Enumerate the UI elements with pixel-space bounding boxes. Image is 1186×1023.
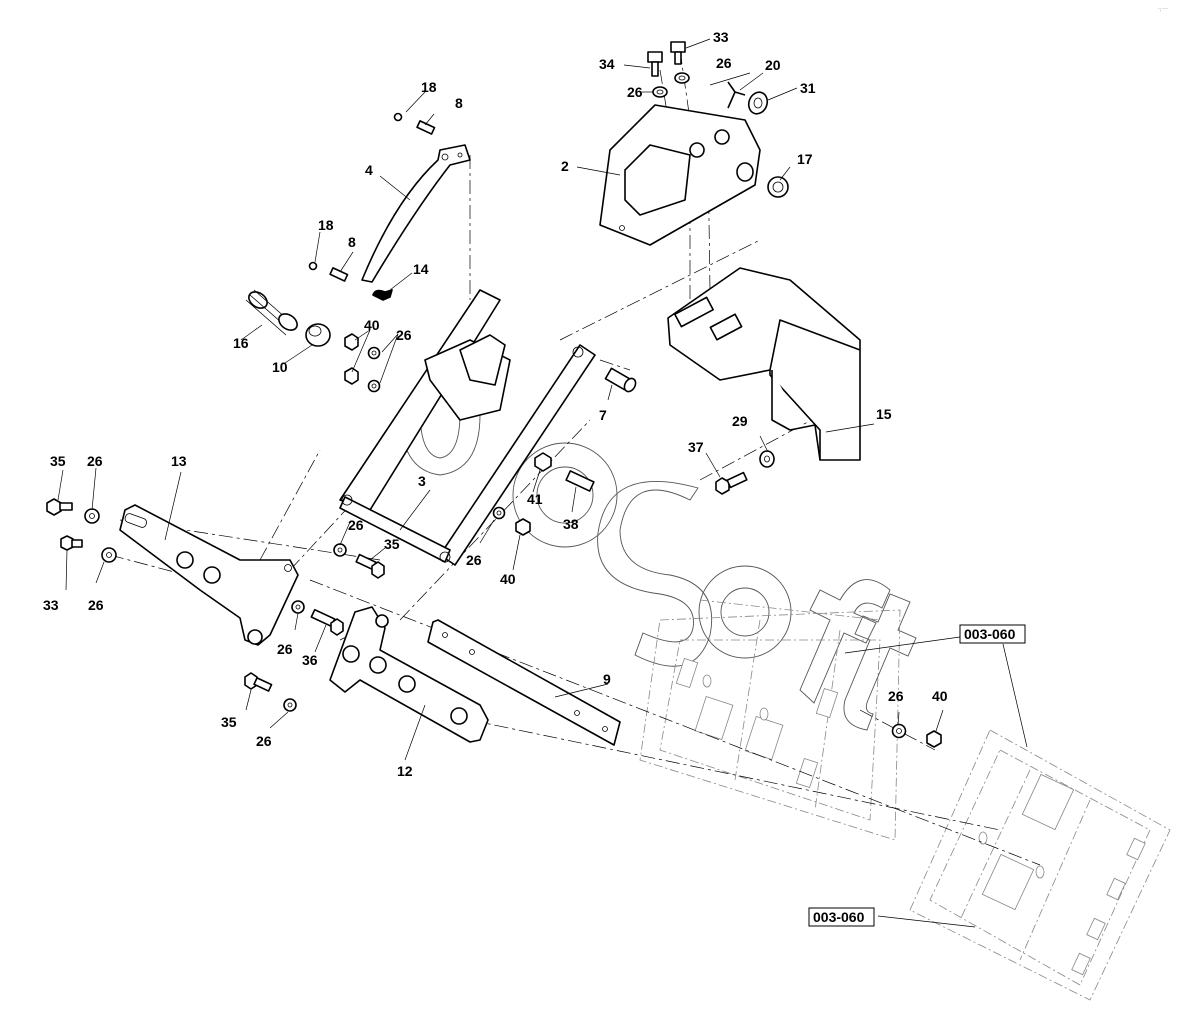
callout-18-lower[interactable]: 18 <box>318 217 334 233</box>
watermark <box>399 409 917 731</box>
assembly-lines <box>109 49 1041 866</box>
callout-3[interactable]: 3 <box>418 473 426 489</box>
callout-8-upper[interactable]: 8 <box>455 95 463 111</box>
callout-16[interactable]: 16 <box>233 335 249 351</box>
hardware-group-left <box>46 498 117 563</box>
part-2-upper-bracket <box>599 104 761 246</box>
part-13-plate <box>119 504 299 646</box>
hardware-group-right <box>492 367 637 536</box>
callout-26-top-right[interactable]: 26 <box>716 55 732 71</box>
part-15-housing <box>667 267 861 461</box>
callout-26-bottom[interactable]: 26 <box>256 733 272 749</box>
callout-9[interactable]: 9 <box>603 671 611 687</box>
reference-assembly-lower <box>909 729 1171 1001</box>
callout-20[interactable]: 20 <box>765 57 781 73</box>
callout-2[interactable]: 2 <box>561 158 569 174</box>
reference-label-lower[interactable]: 003-060 <box>813 909 865 925</box>
part-16-spring <box>245 289 298 336</box>
hardware-group-middle <box>244 543 385 712</box>
callout-13[interactable]: 13 <box>171 453 187 469</box>
callout-38[interactable]: 38 <box>563 516 579 532</box>
hardware-group-housing <box>715 450 775 495</box>
part-9-bar <box>427 619 621 746</box>
leader-lines <box>57 38 1028 928</box>
callout-4[interactable]: 4 <box>365 162 373 178</box>
callout-26-middle-upper[interactable]: 26 <box>348 517 364 533</box>
part-8-pin-lower <box>329 267 349 282</box>
part-8-pin-upper <box>416 120 436 135</box>
part-12-plate <box>329 606 489 743</box>
part-18-clip-upper <box>393 112 403 122</box>
part-4-lever <box>361 144 471 283</box>
part-18-clip-lower <box>308 261 318 271</box>
reference-assembly-upper <box>639 599 901 841</box>
hardware-group-frame <box>344 333 381 393</box>
callout-26-frame-right[interactable]: 26 <box>466 552 482 568</box>
reference-label-upper[interactable]: 003-060 <box>964 626 1016 642</box>
callout-35-middle[interactable]: 35 <box>384 536 400 552</box>
callout-8-lower[interactable]: 8 <box>348 234 356 250</box>
callout-26-left-upper[interactable]: 26 <box>87 453 103 469</box>
callout-10[interactable]: 10 <box>272 359 288 375</box>
callout-14[interactable]: 14 <box>413 261 429 277</box>
callout-26-middle[interactable]: 26 <box>277 641 293 657</box>
callout-33-left[interactable]: 33 <box>43 597 59 613</box>
callout-17[interactable]: 17 <box>797 151 813 167</box>
callout-26-left-lower[interactable]: 26 <box>88 597 104 613</box>
callout-26-frame-left[interactable]: 26 <box>396 327 412 343</box>
hardware-group-far-right <box>891 723 942 748</box>
callout-40-far-right[interactable]: 40 <box>932 688 948 704</box>
hardware-group-top <box>647 41 789 198</box>
callout-12[interactable]: 12 <box>397 763 413 779</box>
callout-31[interactable]: 31 <box>800 80 816 96</box>
callout-7[interactable]: 7 <box>599 407 607 423</box>
callout-33-top[interactable]: 33 <box>713 29 729 45</box>
callout-37[interactable]: 37 <box>688 439 704 455</box>
callout-15[interactable]: 15 <box>876 406 892 422</box>
callout-18-upper[interactable]: 18 <box>421 79 437 95</box>
callout-26-far-right[interactable]: 26 <box>888 688 904 704</box>
callout-29[interactable]: 29 <box>732 413 748 429</box>
callout-26-top-left[interactable]: 26 <box>627 84 643 100</box>
corner-mark: ┐— <box>1158 6 1168 12</box>
callout-40-frame[interactable]: 40 <box>364 317 380 333</box>
part-14-clip <box>372 289 393 301</box>
callout-35-left[interactable]: 35 <box>50 453 66 469</box>
part-3-frame <box>339 289 596 566</box>
callout-34[interactable]: 34 <box>599 56 615 72</box>
callout-35-bottom[interactable]: 35 <box>221 714 237 730</box>
reference-box-upper[interactable]: 003-060 <box>959 624 1026 644</box>
part-10-cap <box>305 323 331 347</box>
callout-40-lower[interactable]: 40 <box>500 571 516 587</box>
callouts: 2 3 4 7 8 8 9 10 12 13 14 15 16 17 18 18… <box>43 29 948 779</box>
callout-41[interactable]: 41 <box>527 491 543 507</box>
callout-36[interactable]: 36 <box>302 652 318 668</box>
reference-box-lower[interactable]: 003-060 <box>808 907 875 927</box>
